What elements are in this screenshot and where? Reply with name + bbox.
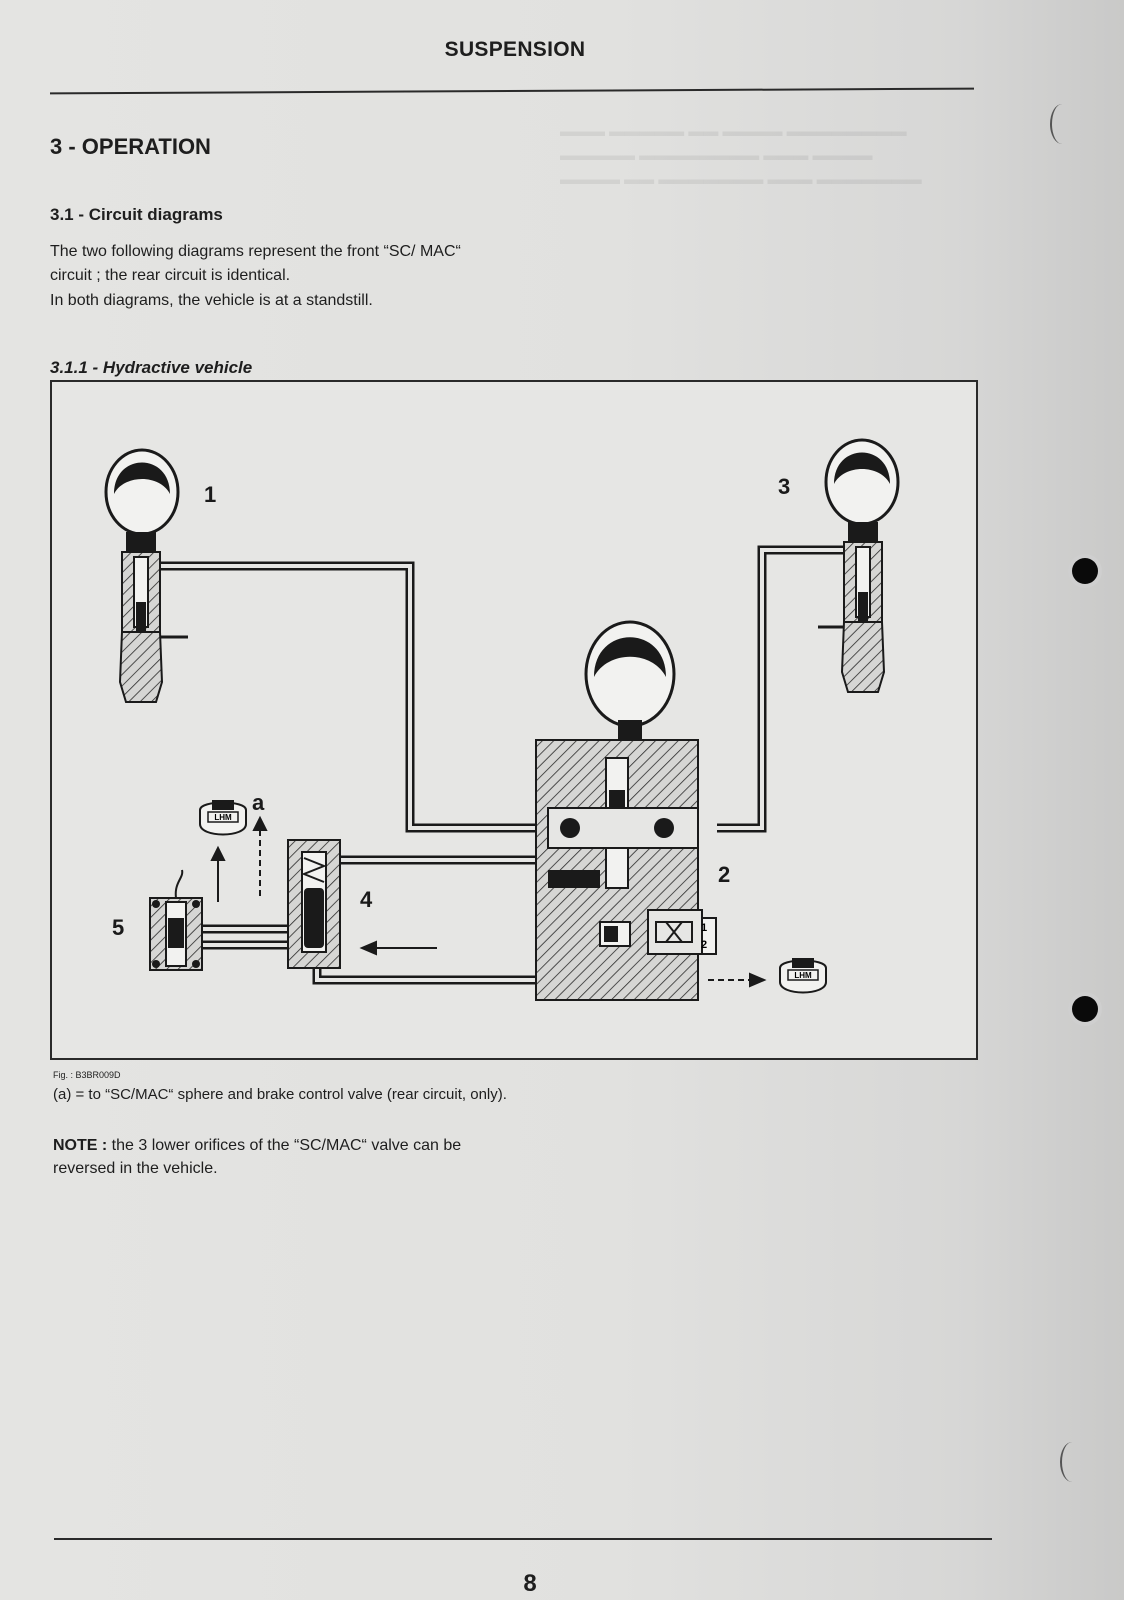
suspension-sphere-3: [818, 438, 900, 693]
scmac-valve-block-2: [535, 739, 717, 1001]
figure-caption: (a) = to “SC/MAC“ sphere and brake contr…: [53, 1086, 507, 1103]
hydraulic-pipes: [157, 545, 862, 985]
lhm-label-right: LHM: [794, 971, 812, 980]
section-heading: 3 - OPERATION: [50, 134, 211, 159]
lhm-label-left: LHM: [214, 813, 232, 822]
footer-rule: [54, 1538, 992, 1540]
page-header-title: SUSPENSION: [444, 38, 586, 61]
intro-paragraph: The two following diagrams represent the…: [50, 243, 461, 284]
flow-arrows: [210, 815, 767, 988]
component-5: [149, 869, 203, 971]
note-label: NOTE :: [53, 1137, 108, 1154]
callout-3: 3: [778, 474, 790, 499]
subsubsection-heading: 3.1.1 - Hydractive vehicle: [50, 358, 253, 377]
circuit-diagram: 1 2 LHM LHM: [50, 380, 978, 1060]
callout-2: 2: [718, 862, 730, 887]
standstill-paragraph: In both diagrams, the vehicle is at a st…: [50, 292, 373, 309]
figure-reference: Fig. : B3BR009D: [53, 1070, 121, 1080]
punch-hole-mark-bottom: [1060, 1442, 1084, 1482]
punch-hole-mark-top: [1050, 104, 1074, 144]
lhm-reservoir-right: [779, 958, 827, 994]
callout-a: a: [252, 790, 265, 815]
valve-box-label-2: 2: [701, 939, 707, 951]
callout-1: 1: [204, 482, 216, 507]
note: NOTE : the 3 lower orifices of the “SC/M…: [53, 1134, 513, 1180]
callout-4: 4: [360, 887, 373, 912]
note-text: the 3 lower orifices of the “SC/MAC“ val…: [53, 1137, 462, 1177]
callout-5: 5: [112, 915, 124, 940]
central-sphere: [584, 620, 676, 740]
bleed-through-text: ▬▬▬ ▬▬▬▬▬ ▬▬ ▬▬▬▬ ▬▬▬▬▬▬▬▬▬▬▬▬▬ ▬▬▬▬▬▬▬▬…: [560, 123, 922, 188]
page-number: 8: [523, 1570, 537, 1597]
subsection-heading: 3.1 - Circuit diagrams: [50, 205, 223, 224]
lhm-reservoir-left: [199, 800, 247, 836]
punch-hole-upper: [1072, 558, 1098, 584]
component-4: [287, 839, 341, 969]
suspension-sphere-1: [104, 448, 188, 703]
punch-hole-lower: [1072, 996, 1098, 1022]
hydraulic-circuit-drawing: 1 2 LHM LHM: [104, 438, 900, 1001]
hydraulic-pipes-inner: [157, 548, 862, 982]
valve-box-label-1: 1: [701, 922, 707, 934]
